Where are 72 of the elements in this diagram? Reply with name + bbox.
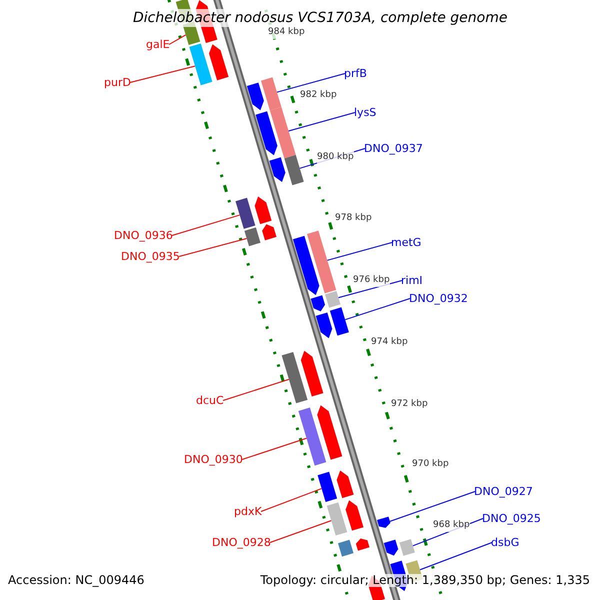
- leader-line: [260, 488, 322, 512]
- gene-feature: [282, 352, 308, 404]
- gene-label: rimI: [401, 274, 423, 286]
- title: Dichelobacter nodosus VCS1703A, complete genome: [133, 9, 508, 27]
- leader-line: [270, 520, 332, 543]
- gene-feature: [246, 82, 264, 110]
- scale-label: 978 kbp: [335, 212, 372, 225]
- scale-label: 968 kbp: [433, 519, 470, 532]
- gene-feature: [318, 472, 338, 502]
- gene-feature: [377, 516, 390, 528]
- leader-line: [420, 542, 492, 570]
- gene-feature: [262, 224, 276, 240]
- leader-line: [276, 73, 346, 93]
- gene-feature: [284, 154, 304, 186]
- gene-feature: [326, 502, 348, 536]
- gene-label: DNO_0932: [409, 292, 468, 304]
- gene-label: dsbG: [491, 536, 520, 548]
- gene-feature: [338, 540, 354, 557]
- scale-label: 982 kbp: [300, 89, 337, 102]
- gene-feature: [399, 539, 415, 556]
- gene-label: DNO_0925: [482, 512, 541, 524]
- gene-label: pdxK: [234, 504, 262, 518]
- scale-label: 974 kbp: [371, 336, 408, 349]
- gene-label: DNO_0928: [212, 536, 271, 548]
- gene-feature: [269, 157, 286, 182]
- gene-feature: [270, 107, 296, 158]
- gene-feature: [256, 111, 278, 156]
- gene-feature: [261, 77, 282, 110]
- info-text: Accession: NC_009446: [8, 574, 144, 587]
- gene-feature: [317, 405, 342, 460]
- scale-label: 972 kbp: [391, 398, 428, 411]
- gene-feature: [292, 236, 320, 296]
- gene-label: galE: [146, 38, 170, 50]
- gene-label: DNO_0937: [364, 142, 423, 154]
- gene-label: metG: [391, 236, 422, 248]
- gene-label: lysS: [354, 106, 376, 118]
- leader-line: [326, 242, 392, 261]
- gene-feature: [236, 198, 256, 229]
- gene-feature: [310, 295, 325, 312]
- gene-feature: [307, 230, 336, 294]
- leader-line: [130, 66, 196, 83]
- gene-feature: [330, 307, 349, 336]
- gene-label: prfB: [344, 66, 367, 80]
- gene-feature: [346, 500, 364, 531]
- gene-label: DNO_0930: [184, 452, 243, 466]
- leader-line: [242, 438, 308, 460]
- leader-line: [222, 378, 290, 401]
- gene-label: DNO_0936: [114, 228, 173, 242]
- leader-line: [288, 112, 356, 132]
- gene-feature: [325, 291, 340, 308]
- scale-label: 980 kbp: [317, 151, 354, 164]
- scale-label: 984 kbp: [268, 26, 305, 39]
- scale-label: 976 kbp: [353, 274, 390, 287]
- gene-feature: [384, 540, 398, 556]
- gene-feature: [336, 470, 354, 498]
- gene-label: DNO_0935: [121, 250, 180, 262]
- leader-line: [168, 34, 186, 45]
- gene-feature: [209, 44, 229, 80]
- gene-feature: [244, 227, 260, 246]
- gene-label: purD: [104, 76, 131, 88]
- gene-feature: [189, 44, 212, 86]
- gene-label: dcuC: [196, 394, 224, 406]
- leader-line: [172, 214, 240, 236]
- gene-feature: [316, 312, 332, 338]
- gene-label: DNO_0927: [474, 484, 533, 498]
- leader-line: [389, 491, 476, 522]
- info-text: Topology: circular; Length: 1,389,350 bp; Genes: 1,335: [260, 574, 590, 587]
- scale-label: 970 kbp: [412, 458, 449, 471]
- gene-feature: [356, 538, 370, 551]
- gene-feature: [298, 408, 326, 466]
- gene-feature: [300, 350, 324, 396]
- leader-line: [178, 238, 248, 257]
